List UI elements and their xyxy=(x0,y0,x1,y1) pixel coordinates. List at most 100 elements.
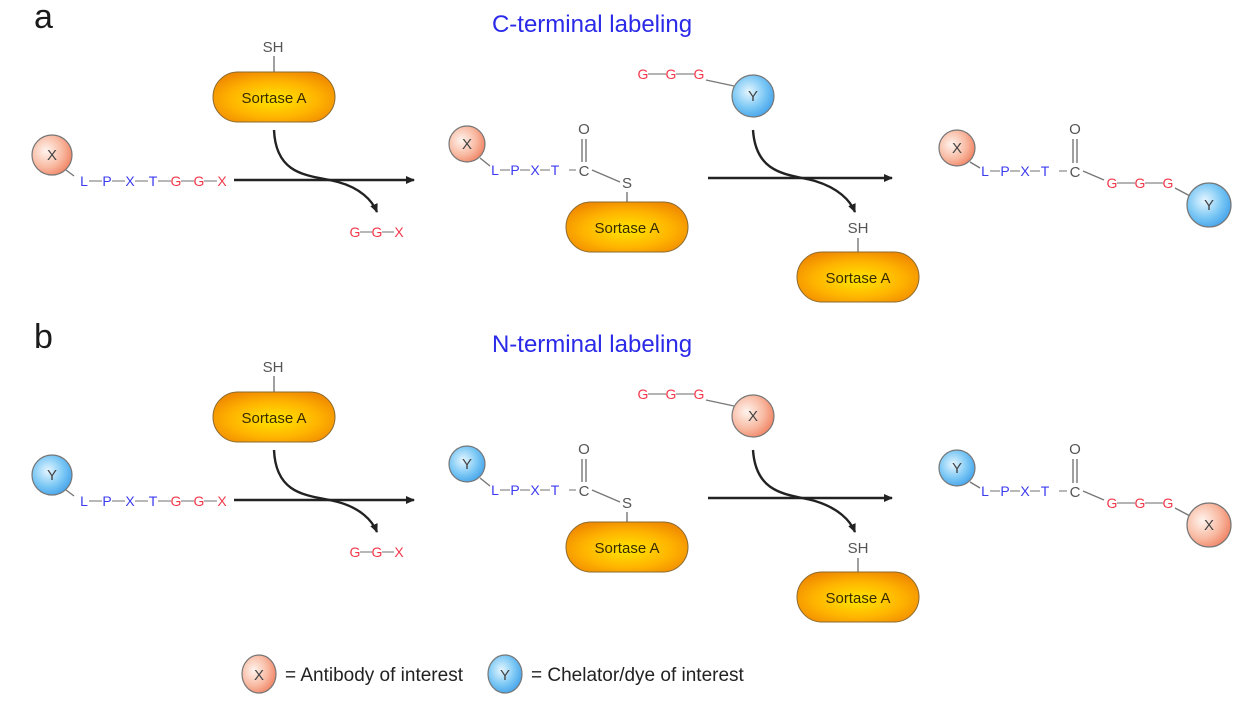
residue: P xyxy=(510,162,519,178)
residue: P xyxy=(1000,483,1009,499)
panel-letter: a xyxy=(34,0,53,36)
linker-bond xyxy=(479,157,491,167)
legend-item: X= Antibody of interest xyxy=(241,654,464,694)
residue: G xyxy=(1163,495,1174,511)
residue: T xyxy=(1041,483,1050,499)
thiol-label: SH xyxy=(848,540,869,557)
residue: G xyxy=(638,386,649,402)
residue: G xyxy=(694,386,705,402)
linker-bond xyxy=(1174,507,1191,517)
enzyme-pill xyxy=(565,201,689,253)
thiol-label: SH xyxy=(263,39,284,56)
amide-bond xyxy=(1082,170,1105,181)
residue: X xyxy=(217,493,227,509)
sortase-a-enzyme: Sortase A xyxy=(796,251,920,303)
enzyme-label: Sortase A xyxy=(825,270,890,287)
enzyme-label: Sortase A xyxy=(825,590,890,607)
conjugate-label: Y xyxy=(462,456,472,473)
linker-bond xyxy=(705,79,735,87)
residue: P xyxy=(102,173,111,189)
conjugate-label: Y xyxy=(952,460,962,477)
residue: P xyxy=(102,493,111,509)
carbonyl-carbon: C xyxy=(1070,484,1081,501)
thiol-label: SH xyxy=(848,220,869,237)
residue: P xyxy=(510,482,519,498)
amide-bond xyxy=(1082,490,1105,501)
residue: L xyxy=(981,483,989,499)
carbonyl-carbon: C xyxy=(579,483,590,500)
sulfur-atom: S xyxy=(622,175,632,192)
residue: X xyxy=(1020,483,1030,499)
sortase-a-enzyme: Sortase A xyxy=(565,521,689,573)
panel-title: C-terminal labeling xyxy=(492,11,692,38)
curved-arrow-2 xyxy=(751,449,857,533)
enzyme-label: Sortase A xyxy=(594,540,659,557)
conjugate-label: X xyxy=(462,136,472,153)
chelator-legend-icon xyxy=(487,654,523,694)
enzyme-label: Sortase A xyxy=(241,410,306,427)
residue: G xyxy=(350,224,361,240)
chelator-circle xyxy=(1186,182,1232,228)
linker-bond xyxy=(65,169,75,177)
chelator-circle xyxy=(448,445,486,483)
curved-arrow-1 xyxy=(272,129,379,213)
sulfur-atom: S xyxy=(622,495,632,512)
residue: L xyxy=(981,163,989,179)
enzyme-pill xyxy=(212,71,336,123)
carbonyl-carbon: C xyxy=(1070,164,1081,181)
residue: X xyxy=(530,162,540,178)
residue: T xyxy=(551,482,560,498)
antibody-legend-icon xyxy=(241,654,277,694)
panel-letter: b xyxy=(34,318,53,356)
residue: G xyxy=(1135,175,1146,191)
residue: G xyxy=(638,66,649,82)
sortase-a-enzyme: Sortase A xyxy=(796,571,920,623)
enzyme-pill xyxy=(212,391,336,443)
residue: L xyxy=(80,493,88,509)
residue: L xyxy=(491,162,499,178)
antibody-conjugate: X xyxy=(731,394,775,438)
residue: X xyxy=(125,493,135,509)
antibody-conjugate: X xyxy=(448,125,486,163)
residue: T xyxy=(1041,163,1050,179)
chelator-conjugate: Y xyxy=(31,454,73,496)
chelator-circle xyxy=(731,74,775,118)
sortase-a-enzyme: Sortase A xyxy=(565,201,689,253)
carbonyl-oxygen: O xyxy=(1069,441,1081,458)
legend-symbol: Y xyxy=(500,667,510,684)
conjugate-label: X xyxy=(748,408,758,425)
linker-bond xyxy=(479,477,491,487)
residue: L xyxy=(80,173,88,189)
residue: G xyxy=(350,544,361,560)
carbonyl-oxygen: O xyxy=(578,121,590,138)
chelator-circle xyxy=(31,454,73,496)
residue: X xyxy=(394,544,404,560)
residue: X xyxy=(394,224,404,240)
residue: G xyxy=(372,544,383,560)
chelator-conjugate: Y xyxy=(1186,182,1232,228)
linker-bond xyxy=(969,161,981,169)
chelator-conjugate: Y xyxy=(448,445,486,483)
residue: G xyxy=(372,224,383,240)
chelator-conjugate: Y xyxy=(731,74,775,118)
curved-arrow-1 xyxy=(272,449,379,533)
sortase-a-enzyme: Sortase A xyxy=(212,391,336,443)
residue: P xyxy=(1000,163,1009,179)
panel-title: N-terminal labeling xyxy=(492,331,692,358)
residue: G xyxy=(1135,495,1146,511)
residue: L xyxy=(491,482,499,498)
antibody-circle xyxy=(1186,502,1232,548)
antibody-conjugate: X xyxy=(31,134,73,176)
conjugate-label: X xyxy=(952,140,962,157)
